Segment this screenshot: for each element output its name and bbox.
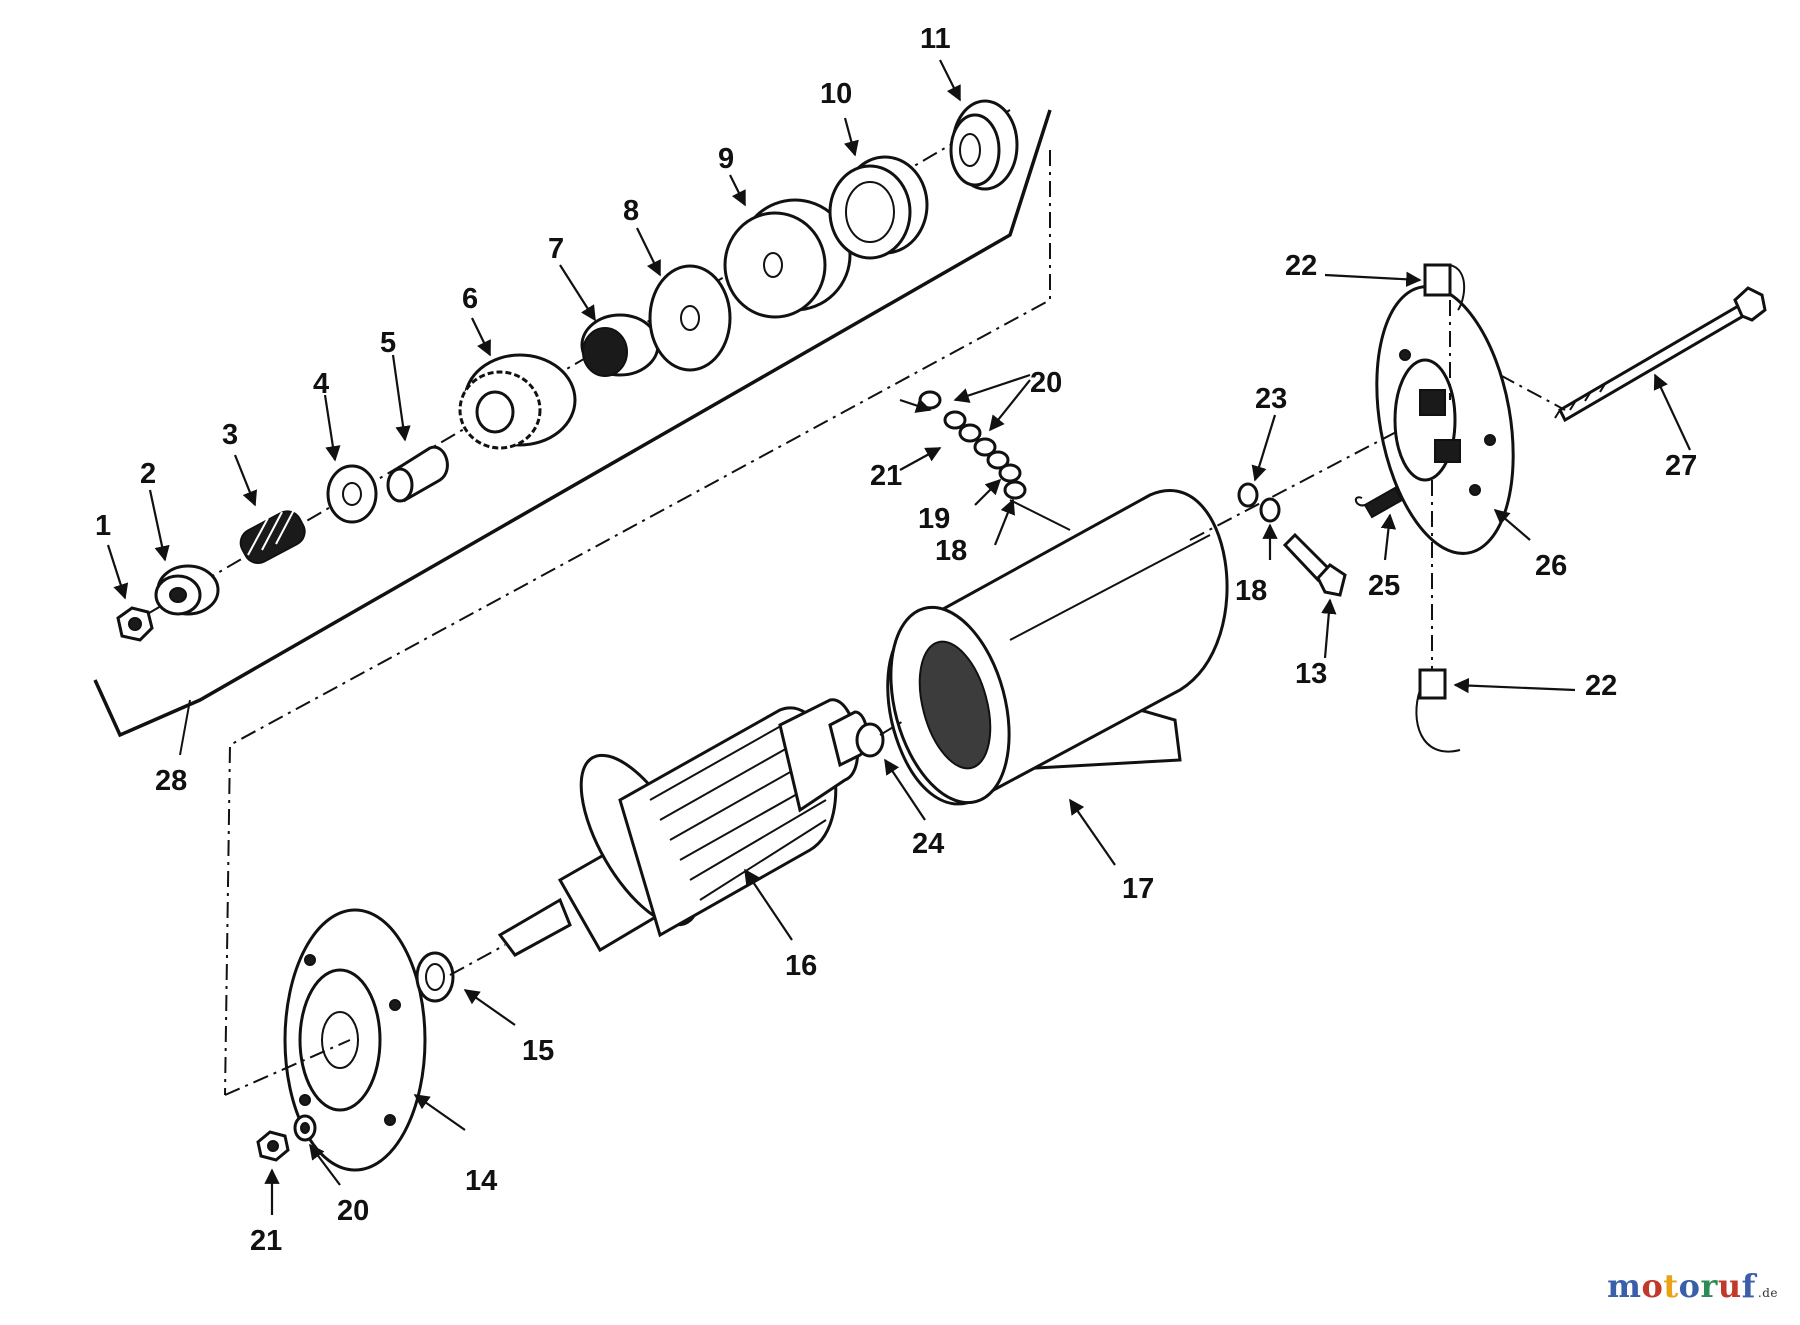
callout-27: 27: [1665, 450, 1697, 482]
callout-2: 2: [140, 458, 156, 490]
leader-18-17: [1009, 499, 1071, 531]
callout-14: 14: [465, 1165, 497, 1197]
part-20-washer-lower: [293, 1114, 317, 1142]
part-21-nut-lower: [256, 1130, 290, 1162]
leader-28: [179, 699, 191, 756]
callout-15: 15: [522, 1035, 554, 1067]
part-25-spring: [1354, 486, 1404, 519]
part-9-cushion: [723, 198, 852, 319]
part-26-commutator-end-plate: [1375, 285, 1515, 555]
part-1-nut: [116, 606, 154, 642]
callout-20-a: 20: [1030, 367, 1062, 399]
callout-5: 5: [380, 327, 396, 359]
callout-7: 7: [548, 233, 564, 265]
callout-28: 28: [155, 765, 187, 797]
callout-25: 25: [1368, 570, 1400, 602]
axis-centerline-lower: [224, 374, 1566, 1096]
part-2-collar: [154, 564, 220, 616]
watermark-domain: .de: [1757, 1286, 1778, 1300]
watermark-letter: m: [1607, 1267, 1642, 1305]
watermark-letter: r: [1700, 1267, 1718, 1305]
part-22-brush-lower: [1415, 480, 1461, 753]
callout-18-a: 18: [935, 535, 967, 567]
part-13-bolt: [1282, 532, 1347, 597]
watermark-text: motoruf: [1607, 1267, 1756, 1305]
callout-3: 3: [222, 419, 238, 451]
leader-arrows: [106, 59, 1691, 1215]
callout-20-b: 20: [337, 1195, 369, 1227]
callout-18-b: 18: [1235, 575, 1267, 607]
callout-9: 9: [718, 143, 734, 175]
callout-22-a: 22: [1285, 250, 1317, 282]
part-3-spring: [239, 505, 306, 564]
part-24-bushing: [855, 722, 885, 758]
watermark-logo: motoruf.de: [1607, 1267, 1778, 1305]
callout-23: 23: [1255, 383, 1287, 415]
part-15-washer: [415, 951, 455, 1003]
callout-21-a: 21: [870, 460, 902, 492]
callout-21-b: 21: [250, 1225, 282, 1257]
callout-24: 24: [912, 828, 944, 860]
kit-bracket-28: [93, 109, 1052, 1096]
callout-19: 19: [918, 503, 950, 535]
part-10-ring: [828, 155, 929, 260]
part-17-frame: [886, 489, 1229, 806]
callout-16: 16: [785, 950, 817, 982]
callout-11: 11: [920, 23, 951, 55]
part-18-lockwasher: [1259, 497, 1281, 523]
watermark-letter: f: [1741, 1267, 1756, 1305]
small-hardware-group: [918, 390, 1027, 500]
callout-6: 6: [462, 283, 478, 315]
part-5-sleeve: [386, 445, 449, 503]
part-7-clutch: [580, 313, 660, 377]
part-22-brush-upper: [1423, 263, 1466, 400]
callout-labels: 1 2 3 4 5 6 7 8 9 10 11 13 14 15 16 17 1…: [95, 23, 1697, 1257]
part-14-drive-end-cap: [283, 908, 427, 1172]
callout-10: 10: [820, 78, 852, 110]
part-11-cup: [949, 99, 1019, 191]
watermark-letter: o: [1641, 1267, 1664, 1305]
watermark-letter: o: [1678, 1267, 1701, 1305]
callout-13: 13: [1295, 658, 1327, 690]
part-8-thrust-washer: [648, 264, 732, 372]
part-23-washer: [1237, 482, 1259, 508]
part-6-pinion-gear: [458, 353, 577, 450]
callout-4: 4: [313, 368, 329, 400]
callout-1: 1: [95, 510, 111, 542]
watermark-letter: u: [1717, 1267, 1742, 1305]
callout-17: 17: [1122, 873, 1154, 905]
watermark-letter: t: [1663, 1267, 1679, 1305]
callout-8: 8: [623, 195, 639, 227]
callout-26: 26: [1535, 550, 1567, 582]
part-16-armature: [497, 698, 869, 957]
part-4-washer: [326, 464, 378, 524]
part-27-through-bolt: [1554, 286, 1767, 423]
callout-22-b: 22: [1585, 670, 1617, 702]
